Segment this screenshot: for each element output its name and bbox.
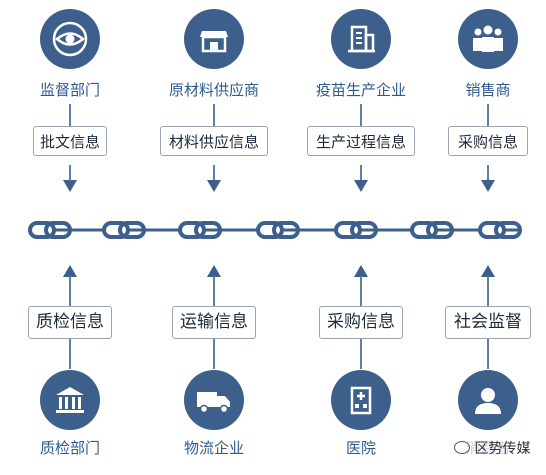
bottom-label-2: 物流企业 bbox=[183, 439, 244, 457]
bottom-label-3: 医院 bbox=[345, 439, 376, 457]
arrow-up-icon bbox=[481, 265, 495, 277]
chain-link bbox=[478, 221, 522, 239]
arrow-down-icon bbox=[63, 180, 77, 192]
chain-link bbox=[102, 221, 146, 239]
top-info-2: 材料供应信息 bbox=[160, 126, 268, 156]
factory-icon bbox=[331, 9, 391, 69]
connector bbox=[213, 104, 215, 126]
connector bbox=[487, 104, 489, 126]
bottom-info-4: 社会监督 bbox=[445, 306, 531, 339]
arrow-shaft bbox=[360, 276, 362, 306]
connector bbox=[69, 339, 71, 369]
top-label-4: 销售商 bbox=[465, 81, 511, 99]
chain-link bbox=[410, 221, 454, 239]
top-info-4: 采购信息 bbox=[448, 126, 528, 156]
top-label-2: 原材料供应商 bbox=[168, 81, 259, 99]
arrow-shaft bbox=[213, 276, 215, 306]
connector bbox=[213, 339, 215, 369]
top-label-1: 监督部门 bbox=[39, 81, 100, 99]
people-icon bbox=[458, 9, 518, 69]
arrow-down-icon bbox=[354, 180, 368, 192]
hospital-icon bbox=[331, 370, 391, 430]
chain-link bbox=[28, 221, 72, 239]
chain-link bbox=[256, 221, 300, 239]
arrow-down-icon bbox=[207, 180, 221, 192]
arrow-up-icon bbox=[207, 265, 221, 277]
shop-icon bbox=[184, 9, 244, 69]
top-info-3: 生产过程信息 bbox=[307, 126, 415, 156]
watermark: 区势传媒 bbox=[452, 438, 533, 458]
watermark-text: 区势传媒 bbox=[474, 441, 531, 457]
arrow-up-icon bbox=[63, 265, 77, 277]
bottom-label-1: 质检部门 bbox=[39, 439, 100, 457]
arrow-shaft bbox=[69, 165, 71, 181]
arrow-up-icon bbox=[354, 265, 368, 277]
person-icon bbox=[458, 370, 518, 430]
connector bbox=[69, 104, 71, 126]
connector bbox=[487, 339, 489, 369]
truck-icon bbox=[184, 370, 244, 430]
bottom-info-3: 采购信息 bbox=[319, 306, 403, 339]
bottom-info-1: 质检信息 bbox=[28, 306, 112, 339]
arrow-shaft bbox=[360, 165, 362, 181]
arrow-shaft bbox=[487, 276, 489, 306]
bottom-info-2: 运输信息 bbox=[172, 306, 256, 339]
connector bbox=[360, 104, 362, 126]
eye-icon bbox=[40, 9, 100, 69]
top-info-1: 批文信息 bbox=[33, 126, 107, 156]
wechat-icon bbox=[454, 441, 470, 454]
bank-icon bbox=[40, 370, 100, 430]
chain-link bbox=[334, 221, 378, 239]
arrow-shaft bbox=[487, 165, 489, 181]
connector bbox=[360, 339, 362, 369]
chain-link bbox=[178, 221, 222, 239]
top-label-3: 疫苗生产企业 bbox=[315, 81, 406, 99]
arrow-shaft bbox=[213, 165, 215, 181]
arrow-shaft bbox=[69, 276, 71, 306]
arrow-down-icon bbox=[481, 180, 495, 192]
